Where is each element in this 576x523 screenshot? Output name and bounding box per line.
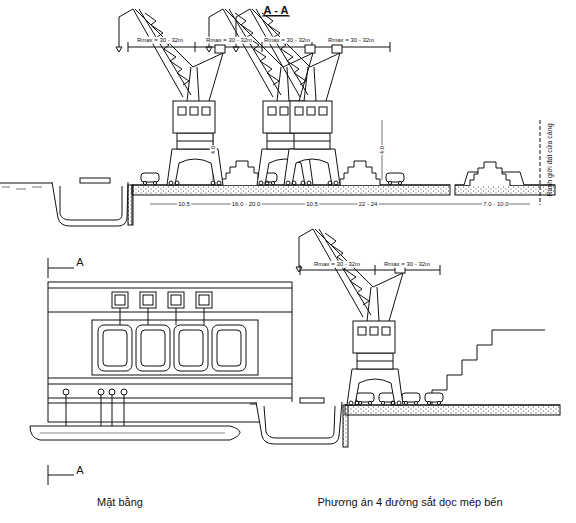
- dimension-label: Rmax = 30 - 32m: [205, 37, 253, 44]
- dimension-label: 22 - 24: [358, 201, 379, 208]
- dimension-label: 7.0 - 10.0: [482, 201, 509, 208]
- dimension-label: Ranh giới đất cửa cảng: [546, 123, 554, 196]
- dimension-label: Rmax = 30 - 32m: [383, 261, 431, 268]
- dimension-label: 10.5: [177, 201, 191, 208]
- dimension-label: 10.5: [305, 201, 319, 208]
- view-label: A: [76, 464, 83, 476]
- dimension-label: 4.0: [379, 145, 386, 155]
- dimension-label: Rmax = 30 - 32m: [327, 37, 375, 44]
- dimension-label: 16.0 - 20.0: [231, 201, 262, 208]
- dimension-label: Rmax = 30 - 32m: [136, 37, 184, 44]
- view-label: Mặt bằng: [97, 496, 143, 508]
- dimension-label: Rmax = 30 - 32m: [263, 37, 311, 44]
- dimension-label: Rmax = 30 - 32m: [313, 261, 361, 268]
- view-label: A: [76, 256, 83, 268]
- section-title: A - A: [264, 4, 289, 16]
- view-label: Phương án 4 đường sắt dọc mép bến: [317, 496, 502, 508]
- dimension-label: 4.0: [210, 145, 217, 155]
